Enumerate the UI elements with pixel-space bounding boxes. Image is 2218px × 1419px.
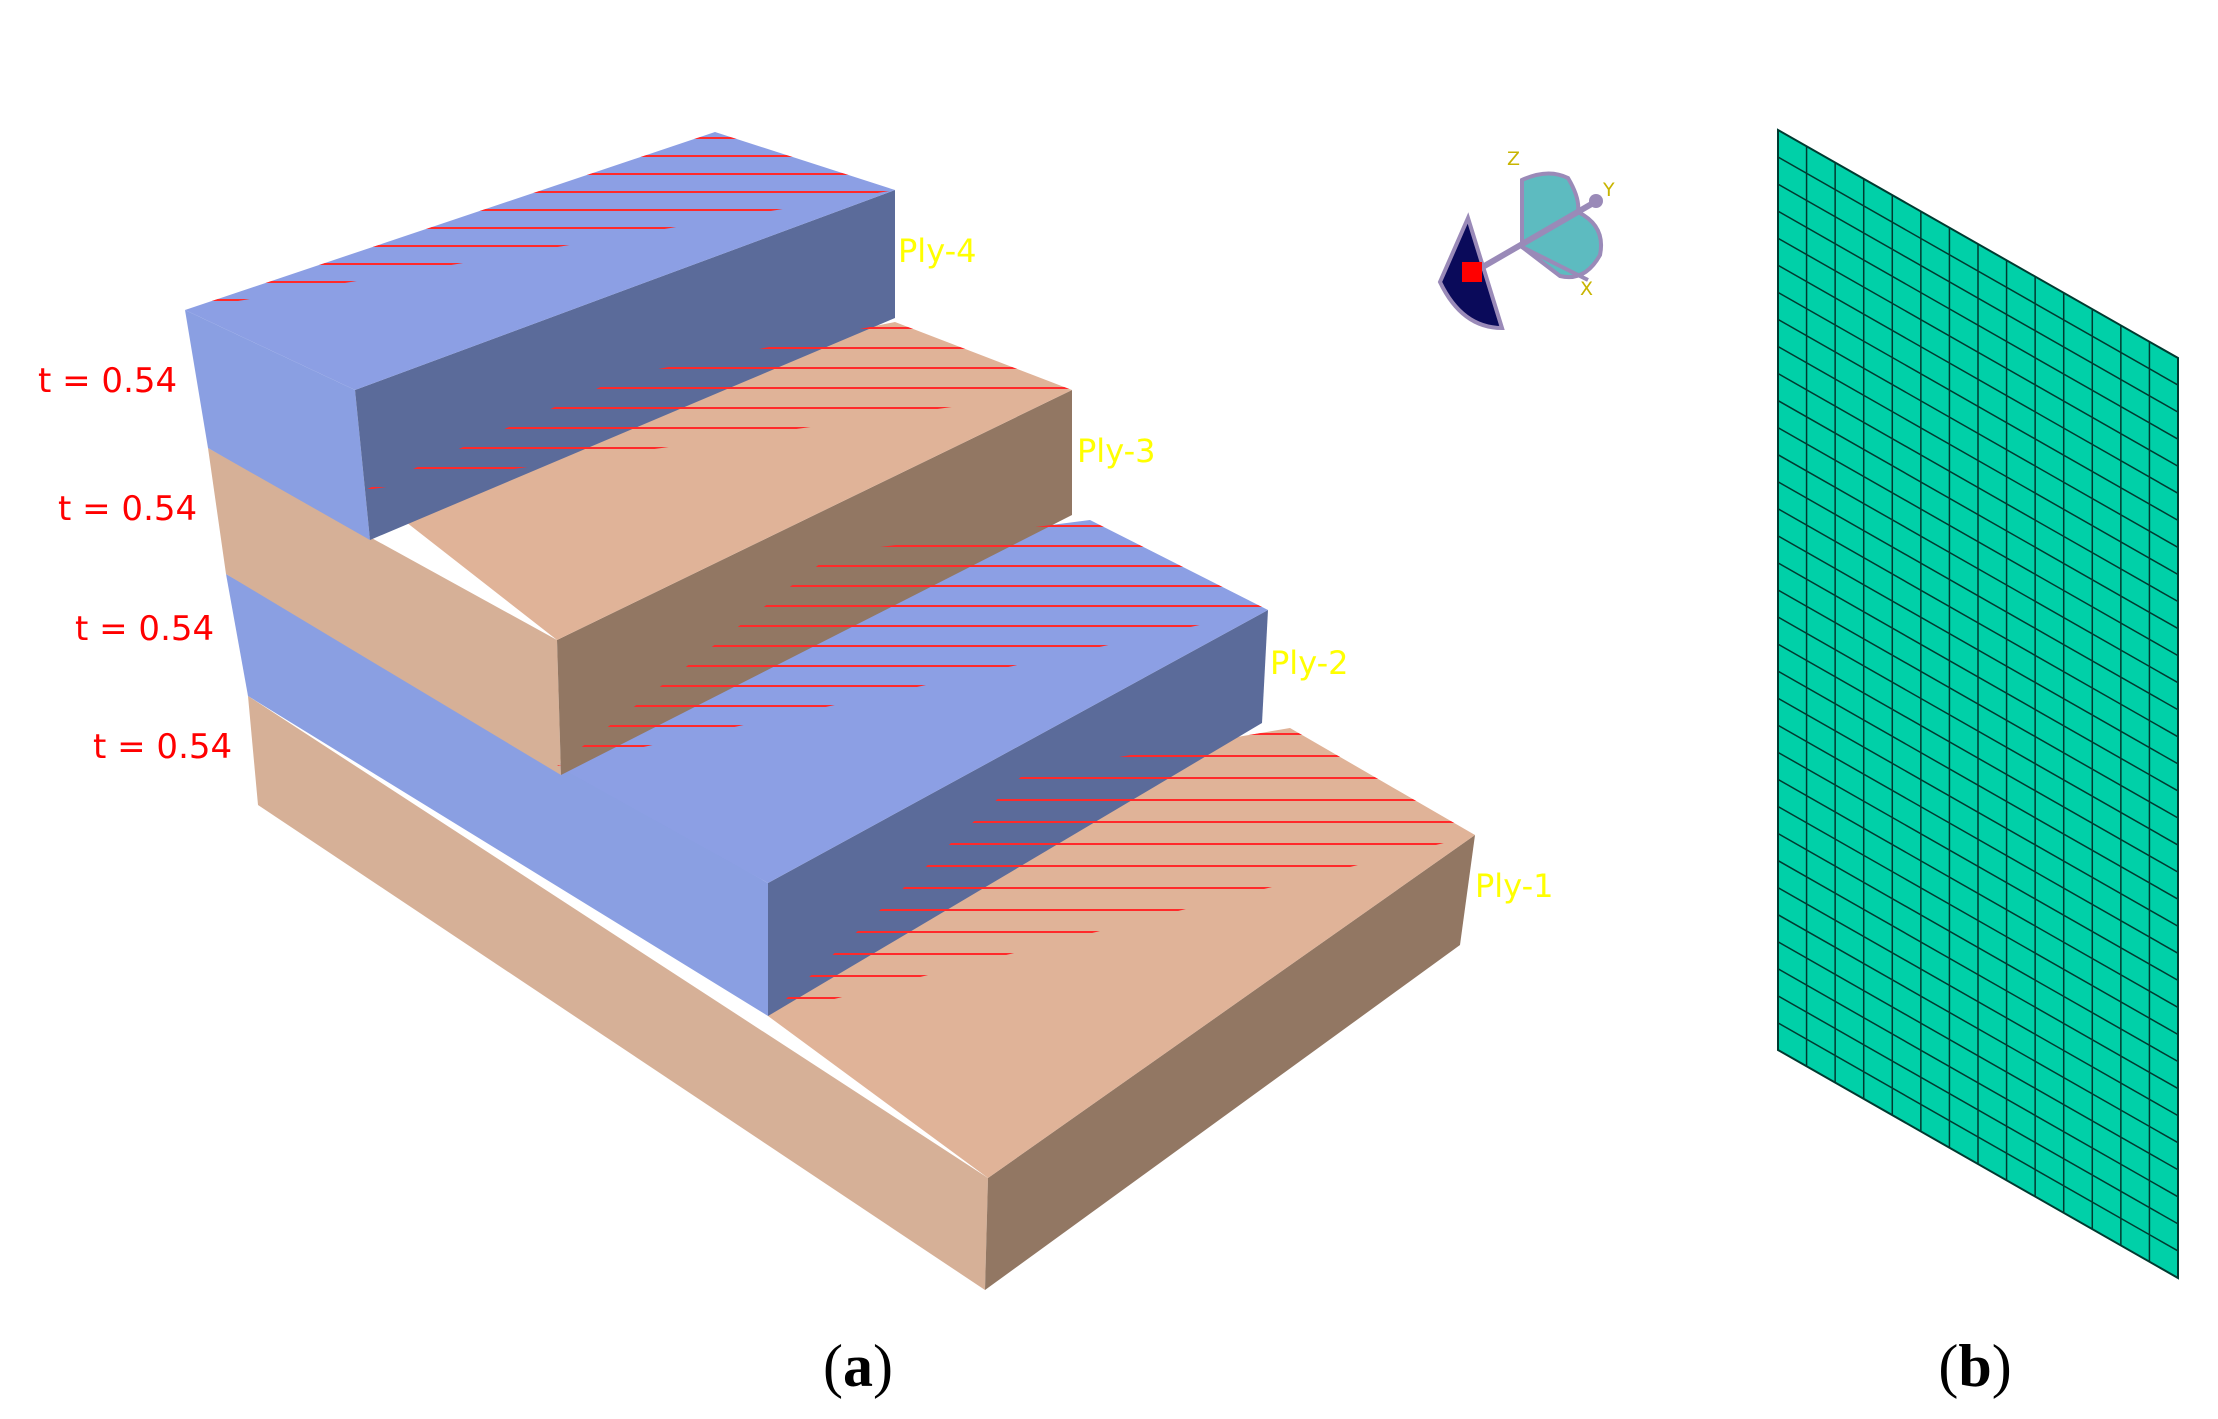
mesh-line bbox=[1777, 995, 2179, 1225]
ply-1-label: Ply-1 bbox=[1475, 867, 1553, 905]
ply-2-side-face bbox=[226, 574, 768, 1016]
mesh-line bbox=[1777, 751, 2179, 982]
mesh-line bbox=[1777, 643, 2179, 873]
triad-xy-fan bbox=[1520, 171, 1603, 279]
triad-axis-y-tip bbox=[1589, 194, 1603, 208]
thickness-label-ply-2: t = 0.54 bbox=[75, 609, 214, 649]
mesh-line bbox=[1777, 535, 2179, 765]
mesh-line bbox=[1777, 778, 2179, 1009]
mesh-line bbox=[1777, 210, 2179, 440]
mesh-line bbox=[1777, 805, 2179, 1036]
caption-a: (a) bbox=[823, 1333, 893, 1399]
mesh-line bbox=[1777, 372, 2179, 603]
ply-3-block bbox=[208, 322, 1072, 775]
laminate-stack bbox=[185, 132, 1475, 1290]
ply-2-front-face bbox=[768, 610, 1268, 1016]
ply-2-label: Ply-2 bbox=[1270, 644, 1348, 682]
mesh-line bbox=[1777, 697, 2179, 927]
triad-label-x: X bbox=[1580, 278, 1593, 300]
triad-label-z: Z bbox=[1507, 148, 1520, 170]
ply-1-block bbox=[248, 696, 1475, 1290]
mesh-line bbox=[1777, 832, 2179, 1063]
mesh-line bbox=[1777, 481, 2179, 711]
mesh-line bbox=[1777, 264, 2179, 494]
ply-2-top-face bbox=[557, 520, 1268, 883]
caption-b: (b) bbox=[1938, 1333, 2011, 1399]
mesh-line bbox=[1777, 562, 2179, 792]
triad-label-y: Y bbox=[1602, 179, 1615, 201]
ply-3-top-face bbox=[365, 322, 1072, 640]
mesh-line bbox=[1777, 859, 2179, 1090]
mesh-line bbox=[1777, 399, 2179, 630]
triad-axis-y bbox=[1472, 199, 1597, 275]
mesh-line bbox=[1777, 670, 2179, 900]
mesh-line bbox=[1777, 183, 2179, 413]
thickness-label-ply-4: t = 0.54 bbox=[38, 361, 177, 401]
thickness-label-ply-3: t = 0.54 bbox=[58, 489, 197, 529]
ply-3-label: Ply-3 bbox=[1077, 432, 1155, 470]
ply-4-block bbox=[185, 132, 895, 540]
shell-mesh bbox=[1777, 128, 2179, 1280]
ply-1-top-face bbox=[768, 728, 1475, 1178]
mesh-line bbox=[1777, 968, 2179, 1198]
ply-4-front-face bbox=[355, 190, 895, 540]
mesh-line bbox=[1777, 426, 2179, 657]
triad-axis-x bbox=[1521, 245, 1589, 282]
triad-origin-marker bbox=[1462, 262, 1482, 282]
mesh-line bbox=[1777, 589, 2179, 819]
mesh-line bbox=[1777, 156, 2179, 386]
ply-1-side-face bbox=[248, 696, 988, 1290]
ply-4-top-face bbox=[185, 132, 895, 390]
ply-3-front-face bbox=[557, 390, 1072, 775]
ply-1-front-face bbox=[985, 835, 1475, 1290]
mesh-line bbox=[1777, 1022, 2179, 1252]
mesh-line bbox=[1777, 508, 2179, 738]
ply-2-block bbox=[226, 520, 1268, 1016]
mesh-line bbox=[1777, 318, 2179, 549]
mesh-line bbox=[1777, 454, 2179, 684]
mesh-grid-lines bbox=[1777, 146, 2179, 1262]
mesh-line bbox=[1777, 886, 2179, 1117]
thickness-label-ply-1: t = 0.54 bbox=[93, 727, 232, 767]
ply-4-side-face bbox=[185, 310, 370, 540]
ply-3-side-face bbox=[208, 448, 561, 775]
mesh-line bbox=[1777, 914, 2179, 1144]
mesh-line bbox=[1777, 291, 2179, 522]
ply-4-label: Ply-4 bbox=[898, 232, 976, 270]
mesh-line bbox=[1777, 616, 2179, 846]
mesh-line bbox=[1777, 724, 2179, 954]
mesh-line bbox=[1777, 941, 2179, 1171]
orientation-triad: Z Y X bbox=[1437, 148, 1615, 331]
mesh-line bbox=[1777, 345, 2179, 576]
mesh-line bbox=[1777, 237, 2179, 467]
